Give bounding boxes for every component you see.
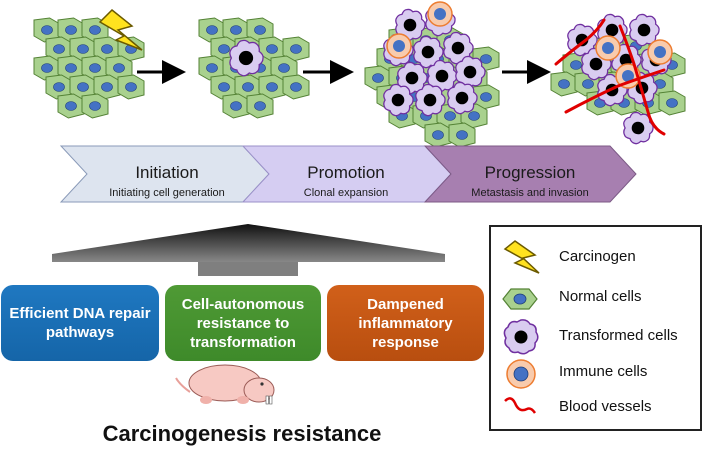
cell-nucleus <box>480 54 492 64</box>
immune-nucleus <box>654 46 666 58</box>
cell-nucleus <box>77 82 89 92</box>
transformed-nucleus <box>589 57 603 71</box>
cell-nucleus <box>89 25 101 35</box>
transformed-nucleus <box>463 65 477 79</box>
transformed-nucleus <box>575 33 589 47</box>
cell-nucleus <box>456 130 468 140</box>
cell-nucleus <box>53 44 65 54</box>
transformed-nucleus <box>391 93 405 107</box>
cell-nucleus <box>89 101 101 111</box>
cell-nucleus <box>278 63 290 73</box>
cell-nucleus <box>570 60 582 70</box>
cell-nucleus <box>113 63 125 73</box>
legend-label-transformed-cells: Transformed cells <box>559 327 678 344</box>
barrier-block-shape <box>52 224 445 276</box>
legend-label-immune-cells: Immune cells <box>559 363 648 380</box>
promoted-tissue-cluster <box>364 1 500 148</box>
initiated-tissue-cluster <box>198 17 310 119</box>
progressed-tissue-cluster <box>550 13 686 145</box>
transformed-nucleus <box>631 121 645 135</box>
transformed-nucleus <box>605 23 619 37</box>
cell-nucleus <box>266 44 278 54</box>
efficient-dna-repair-box: Efficient DNA repair pathways <box>1 285 159 361</box>
bottom-title: Carcinogenesis resistance <box>102 421 382 446</box>
cell-nucleus <box>480 92 492 102</box>
cell-nucleus <box>218 82 230 92</box>
cell-nucleus <box>101 44 113 54</box>
cell-nucleus <box>558 79 570 89</box>
dampened-inflammatory-box: Dampened inflammatory response <box>327 285 484 361</box>
stage-promotion-subtitle: Clonal expansion <box>304 187 388 199</box>
stage-initiation-subtitle: Initiating cell generation <box>109 187 225 199</box>
transformed-nucleus <box>455 91 469 105</box>
immune-nucleus <box>393 40 405 52</box>
cell-nucleus <box>218 44 230 54</box>
cell-nucleus <box>41 25 53 35</box>
cell-nucleus <box>65 63 77 73</box>
cell-nucleus <box>41 63 53 73</box>
cell-nucleus <box>468 111 480 121</box>
naked-mole-rat-icon <box>175 364 275 405</box>
transformed-nucleus <box>403 18 417 32</box>
cell-nucleus <box>582 79 594 89</box>
blood-vessel <box>554 18 606 66</box>
normal-tissue-cluster <box>33 17 145 119</box>
cell-nucleus <box>53 82 65 92</box>
immune-nucleus <box>602 42 614 54</box>
cell-nucleus <box>290 44 302 54</box>
blood-vessel <box>618 24 666 136</box>
cell-nucleus <box>266 82 278 92</box>
cell-nucleus <box>444 111 456 121</box>
cell-nucleus <box>432 130 444 140</box>
cell-nucleus <box>89 63 101 73</box>
transformed-nucleus <box>238 50 254 66</box>
immune-nucleus <box>434 8 446 20</box>
cell-nucleus <box>230 101 242 111</box>
cell-nucleus <box>666 98 678 108</box>
transformed-nucleus <box>619 53 633 67</box>
stage-initiation-title: Initiation <box>135 163 198 182</box>
cell-nucleus <box>372 73 384 83</box>
cell-nucleus <box>65 101 77 111</box>
transformed-nucleus <box>421 45 435 59</box>
transformed-nucleus <box>405 71 419 85</box>
transformed-cell-icon <box>503 319 539 355</box>
immune-nucleus <box>622 70 634 82</box>
cell-nucleus <box>254 101 266 111</box>
cell-autonomous-resistance-box: Cell-autonomous resistance to transforma… <box>165 285 321 361</box>
cell-nucleus <box>254 25 266 35</box>
transformed-nucleus <box>435 69 449 83</box>
cell-nucleus <box>242 82 254 92</box>
blood-vessel <box>564 68 666 114</box>
blood-vessel-icon <box>504 397 537 414</box>
lightning-icon <box>503 240 540 274</box>
transformed-nucleus <box>451 41 465 55</box>
cell-nucleus <box>125 82 137 92</box>
transformed-nucleus <box>637 23 651 37</box>
legend-label-carcinogen: Carcinogen <box>559 248 636 265</box>
immune-cell-icon <box>506 359 536 389</box>
cell-nucleus <box>206 63 218 73</box>
legend-label-normal-cells: Normal cells <box>559 288 642 305</box>
cell-nucleus <box>77 44 89 54</box>
stage-progression <box>423 145 637 203</box>
cell-nucleus <box>206 25 218 35</box>
cell-nucleus <box>101 82 113 92</box>
stage-progression-title: Progression <box>485 163 576 182</box>
cell-nucleus <box>65 25 77 35</box>
stage-promotion-title: Promotion <box>307 163 384 182</box>
lightning-icon <box>98 8 143 51</box>
normal-cell-icon <box>502 288 538 310</box>
cell-nucleus <box>230 25 242 35</box>
stage-progression-subtitle: Metastasis and invasion <box>471 187 588 199</box>
legend-label-blood-vessels: Blood vessels <box>559 398 652 415</box>
legend: Carcinogen Normal cells Transformed cell… <box>489 225 702 431</box>
cell-nucleus <box>290 82 302 92</box>
transformed-nucleus <box>423 93 437 107</box>
